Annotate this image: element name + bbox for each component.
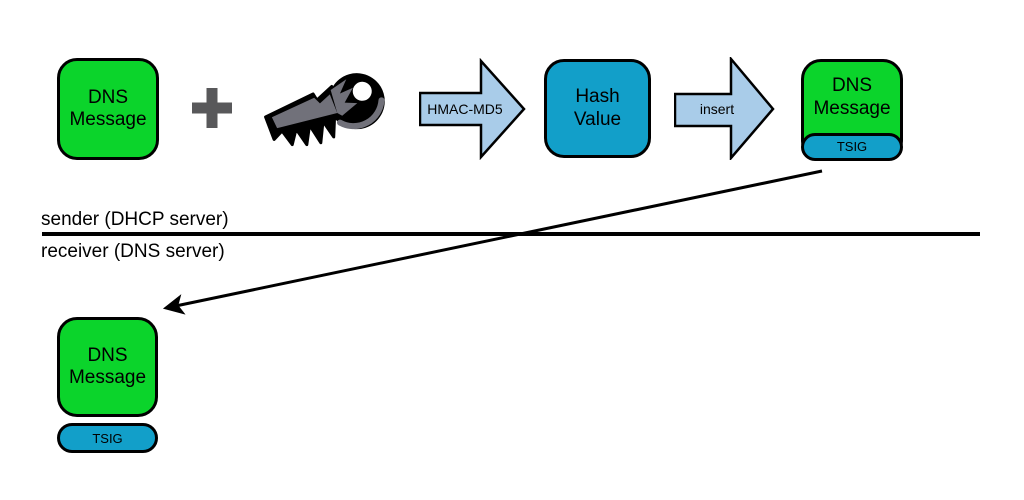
insert-arrow-label: insert (699, 101, 735, 117)
dns-message-box-receiver: DNS Message (57, 317, 158, 417)
plus-icon (192, 88, 232, 128)
dns-message-label: DNS Message (69, 86, 147, 130)
hash-value-box: Hash Value (544, 59, 651, 158)
tsig-label: TSIG (92, 430, 123, 446)
hmac-arrow-icon (419, 58, 526, 160)
tsig-label: TSIG (836, 139, 868, 155)
lane-divider (42, 232, 980, 236)
dns-message-label: DNS Message (68, 344, 147, 388)
receiver-lane-label: receiver (DNS server) (41, 241, 225, 262)
hash-value-label: Hash Value (573, 86, 622, 130)
hmac-arrow-label: HMAC-MD5 (427, 101, 503, 117)
dns-message-box-sender: DNS Message (57, 58, 159, 160)
key-icon (264, 73, 385, 147)
sender-lane-label: sender (DHCP server) (41, 209, 229, 230)
dns-message-label: DNS Message (813, 75, 891, 119)
insert-arrow-icon (674, 57, 775, 160)
tsig-badge: TSIG (801, 133, 903, 161)
send-message-arrow-icon (162, 169, 823, 315)
dns-message-box-signed: DNS Message TSIG (801, 59, 903, 161)
tsig-pill-receiver: TSIG (57, 423, 158, 453)
